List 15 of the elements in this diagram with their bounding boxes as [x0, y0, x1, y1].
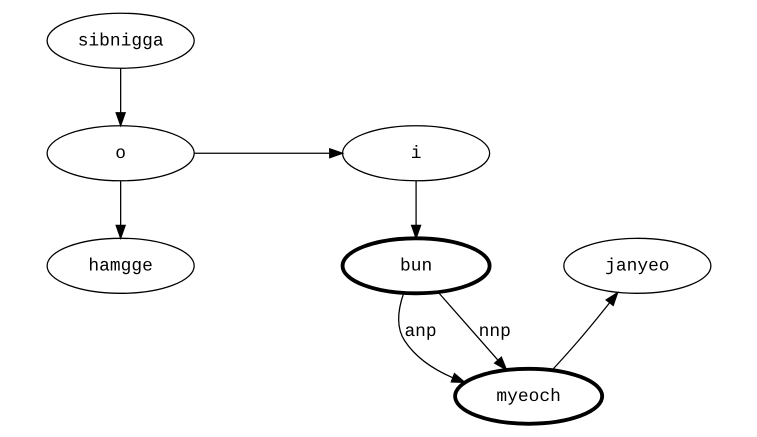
arrow [194, 148, 344, 159]
arrow [398, 292, 466, 384]
arrow [437, 292, 508, 372]
node-ellipse: bun [340, 236, 492, 296]
node-ellipse: hamgge [46, 238, 194, 294]
node-ellipse: myeoch [452, 366, 604, 426]
edge-label: nnp [478, 322, 510, 342]
arrow [551, 291, 618, 370]
arrow [114, 181, 126, 240]
node-ellipse: o [46, 125, 194, 182]
node-ellipse: i [341, 125, 490, 182]
node-ellipse: janyeo [562, 238, 712, 294]
node-ellipse: sibnigga [46, 12, 194, 69]
edge-label: anp [404, 322, 436, 342]
arrow [114, 68, 126, 128]
